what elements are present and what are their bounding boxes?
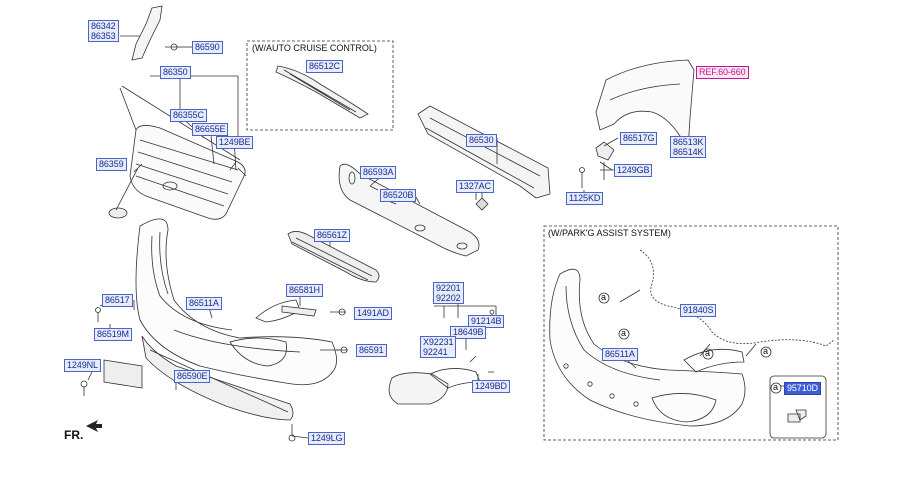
front-arrow [86,420,102,432]
part-number: 86342 [91,21,116,31]
part-number: 86513K [673,137,704,147]
callout-a: a [621,328,627,338]
part-label-86517g[interactable]: 86517G [620,132,658,145]
part-label-1249lg[interactable]: 1249LG [308,432,346,445]
part-label-86655e[interactable]: 86655E [192,123,229,136]
part-number: 92202 [436,293,461,303]
fender [595,59,695,152]
part-number: X92231 [423,337,454,347]
part-label-86513k[interactable]: 86513K 86514K [670,136,707,158]
wiring-harness [639,249,835,347]
cruise-option-box [246,40,394,131]
part-label-1327ac[interactable]: 1327AC [456,180,494,193]
part-number: 86514K [673,147,704,157]
energy-absorber [338,163,480,257]
part-label-1491ad[interactable]: 1491AD [354,307,392,320]
part-label-86350[interactable]: 86350 [160,66,191,79]
part-label-91840s[interactable]: 91840S [680,304,717,317]
part-label-86591[interactable]: 86591 [356,344,387,357]
part-label-86593a[interactable]: 86593A [360,166,397,179]
part-label-86520b[interactable]: 86520B [380,189,417,202]
part-label-86355c[interactable]: 86355C [170,109,207,122]
sensor-inset-box [769,375,827,439]
part-label-86590e[interactable]: 86590E [174,370,211,383]
part-label-1249gb[interactable]: 1249GB [614,164,653,177]
part-label-86581h[interactable]: 86581H [286,284,323,297]
part-label-86511a[interactable]: 86511A [186,297,222,310]
radiator-grille [129,125,246,220]
part-label-92201[interactable]: 92201 92202 [433,282,464,304]
park-assist-option-box [543,225,839,441]
part-label-86561z[interactable]: 86561Z [314,229,350,242]
part-label-86342[interactable]: 86342 86353 [88,20,119,42]
part-number: 92201 [436,283,461,293]
part-label-86512c[interactable]: 86512C [306,60,343,73]
cruise-box-title: (W/AUTO CRUISE CONTROL) [252,43,377,53]
callout-a: a [763,346,769,356]
part-number: 92241 [423,347,448,357]
part-label-86517[interactable]: 86517 [102,294,133,307]
part-label-86511a-park[interactable]: 86511A [602,348,638,361]
part-label-86590[interactable]: 86590 [192,41,223,54]
front-marker: FR. [64,428,84,442]
callout-a: a [705,348,711,358]
part-label-18649b[interactable]: 18649B [450,326,487,339]
bracket-part [131,5,163,61]
callout-a: a [773,382,779,392]
ref-label[interactable]: REF.60-660 [696,66,749,79]
part-label-1125kd[interactable]: 1125KD [566,192,604,205]
part-label-86530[interactable]: 86530 [466,134,497,147]
part-label-86359[interactable]: 86359 [96,158,127,171]
part-label-95710d[interactable]: 95710D [784,382,821,395]
park-assist-bumper [549,268,746,427]
part-label-1249nl[interactable]: 1249NL [64,359,101,372]
part-label-x92231[interactable]: X92231 92241 [420,336,457,358]
part-number: 86353 [91,31,116,41]
part-label-86519m[interactable]: 86519M [94,328,132,341]
part-label-1249bd[interactable]: 1249BD [472,380,510,393]
callout-a: a [601,292,607,302]
part-label-1249be[interactable]: 1249BE [216,136,254,149]
park-box-title: (W/PARK'G ASSIST SYSTEM) [548,228,671,238]
